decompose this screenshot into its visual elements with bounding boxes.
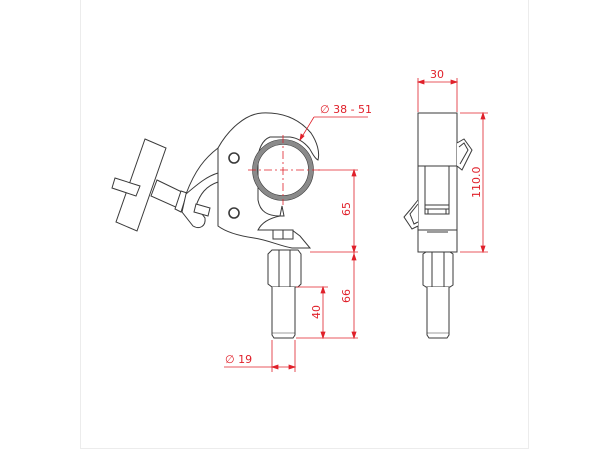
- total-height-label: 110.0: [470, 167, 483, 199]
- clamp-body: [185, 112, 320, 249]
- side-view: [111, 112, 320, 339]
- upper-height-label: 65: [340, 202, 353, 216]
- spigot-pin: [271, 287, 296, 339]
- lower-height-label: 66: [340, 289, 353, 303]
- spigot-diameter-label: ∅ 19: [225, 353, 252, 366]
- center-lines: [248, 135, 322, 205]
- side-view-labels: ∅ 38 - 51 65 66 40 ∅ 19: [225, 103, 372, 366]
- front-view: [403, 112, 473, 339]
- wing-knob: [111, 138, 188, 232]
- side-view-dimensions: [224, 116, 368, 372]
- width-label: 30: [430, 68, 444, 81]
- front-view-dimensions: [416, 78, 488, 254]
- spigot-length-label: 40: [310, 305, 323, 319]
- spigot-hex: [267, 249, 302, 288]
- front-view-labels: 30 110.0: [430, 68, 483, 198]
- lever-arm: [181, 172, 219, 229]
- tube-diameter-label: ∅ 38 - 51: [320, 103, 372, 116]
